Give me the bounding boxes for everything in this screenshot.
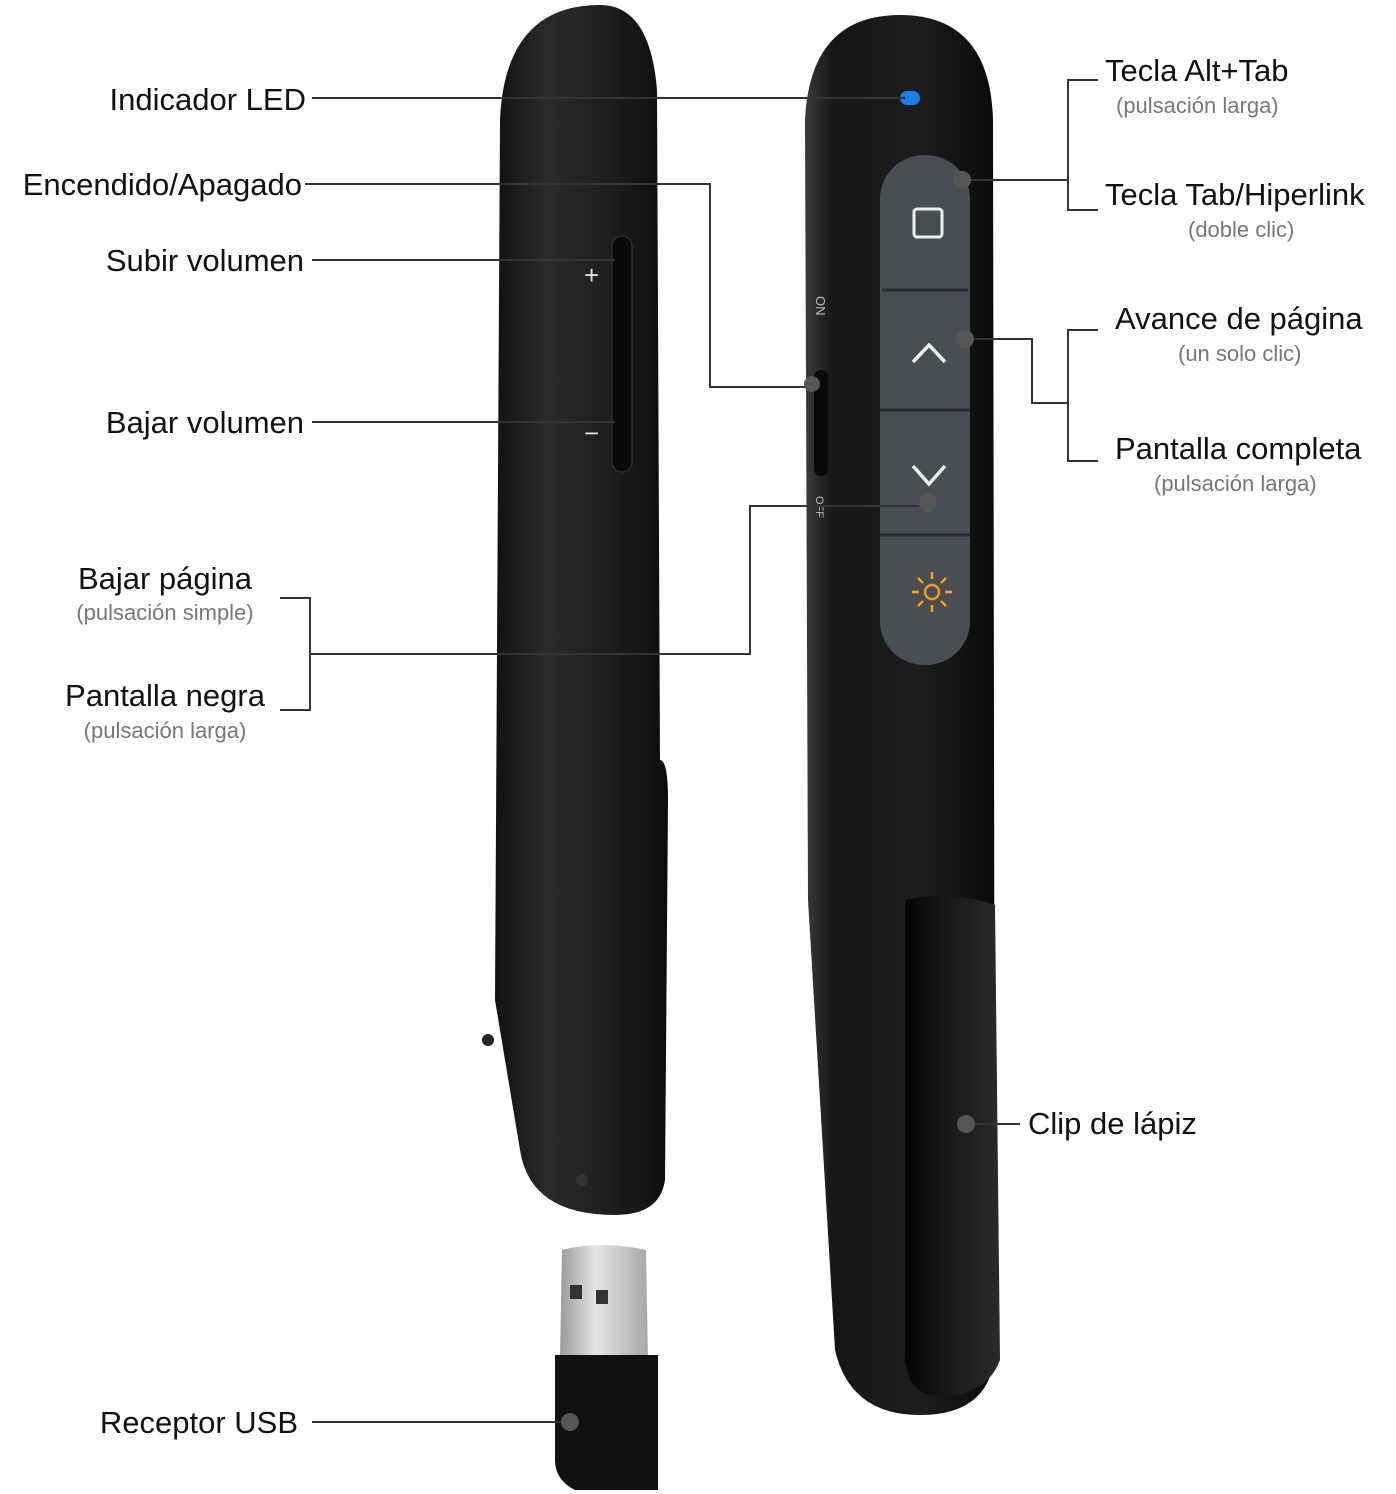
label-power: Encendido/Apagado — [22, 167, 302, 202]
volume-rocker — [611, 235, 633, 473]
label-black-screen: Pantalla negra — [65, 678, 265, 713]
label-tab-hyperlink: Tecla Tab/Hiperlink — [1105, 177, 1365, 212]
note-page-up: (un solo clic) — [1178, 341, 1302, 366]
presenter-front-view: ON OFF — [805, 15, 1000, 1415]
window-icon — [912, 207, 944, 239]
pen-clip — [905, 896, 1000, 1396]
note-page-down: (pulsación simple) — [76, 600, 254, 625]
leader-lines — [280, 79, 1098, 1423]
off-marking: OFF — [813, 496, 825, 518]
label-pen-clip: Clip de lápiz — [1028, 1106, 1197, 1141]
label-alt-tab: Tecla Alt+Tab — [1105, 53, 1289, 88]
led-indicator — [900, 91, 920, 105]
label-page-up: Avance de página — [1115, 301, 1363, 336]
label-page-down: Bajar página — [77, 561, 253, 596]
laser-sun-icon — [912, 572, 952, 612]
plus-marking: + — [584, 260, 599, 290]
note-black-screen: (pulsación larga) — [83, 718, 247, 743]
chevron-down-icon — [911, 464, 947, 487]
minus-marking: − — [584, 418, 599, 448]
label-volume-up: Subir volumen — [105, 243, 304, 278]
callout-dots — [561, 171, 975, 1431]
on-marking: ON — [813, 296, 828, 316]
label-volume-down: Bajar volumen — [105, 405, 304, 440]
chevron-up-icon — [911, 342, 947, 364]
label-led: Indicador LED — [109, 82, 306, 117]
note-alt-tab: (pulsación larga) — [1116, 93, 1279, 118]
note-tab-hyperlink: (doble clic) — [1188, 217, 1295, 242]
note-fullscreen: (pulsación larga) — [1154, 471, 1317, 496]
usb-receiver — [555, 1245, 658, 1490]
power-switch — [814, 370, 828, 476]
presenter-side-view — [482, 5, 668, 1215]
label-usb-receiver: Receptor USB — [99, 1405, 298, 1440]
label-fullscreen: Pantalla completa — [1115, 431, 1362, 466]
